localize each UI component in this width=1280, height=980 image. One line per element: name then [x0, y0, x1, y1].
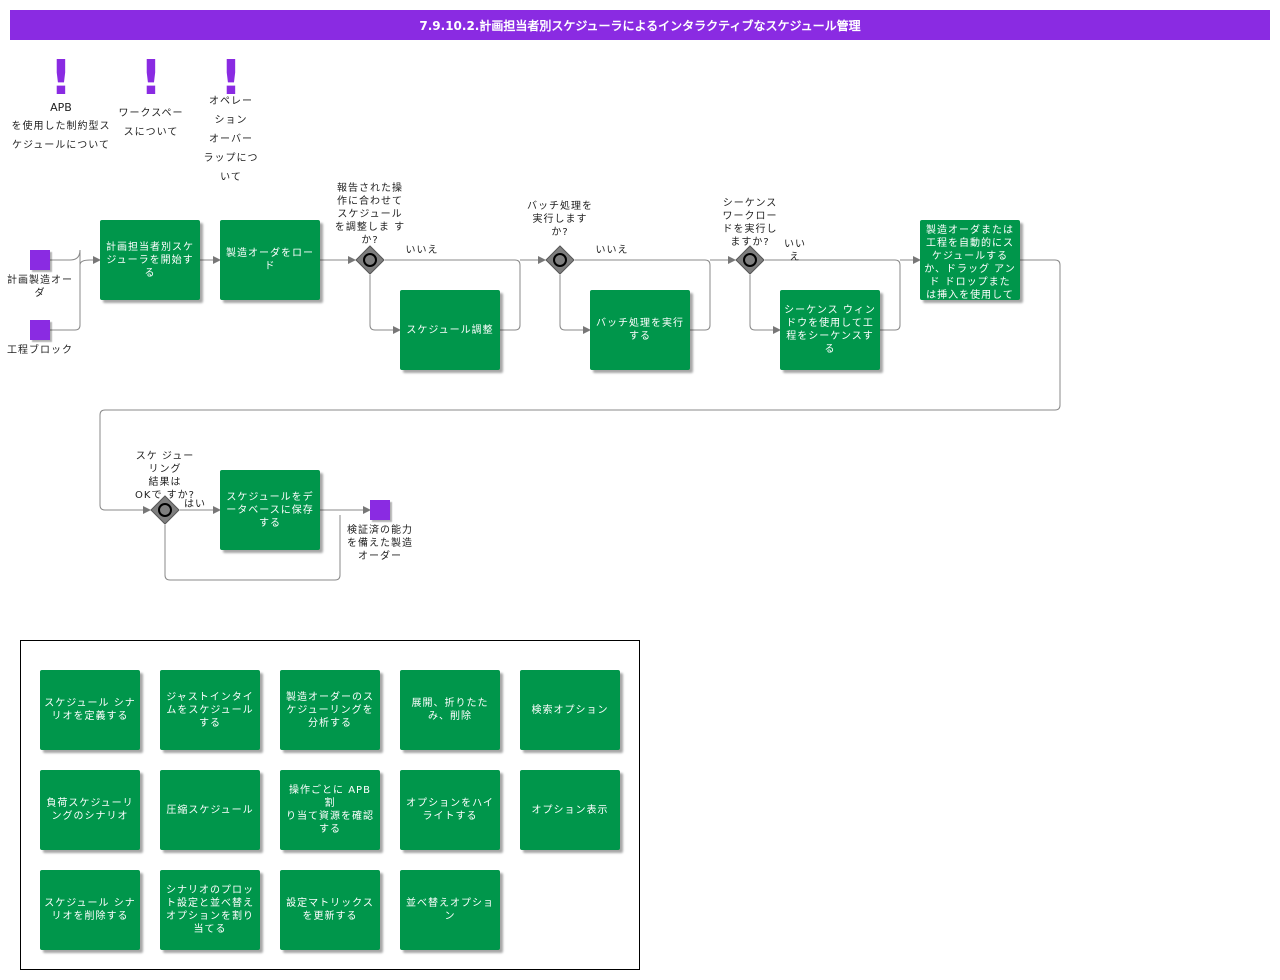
related-task-12[interactable]: シナリオのプロット設定と並べ替えオプションを割り当てる	[160, 870, 260, 950]
related-task-10[interactable]: オプション表示	[520, 770, 620, 850]
related-task-6[interactable]: 負荷スケジューリングのシナリオ	[40, 770, 140, 850]
gateway-adjust-question: 報告された操 作に合わせて スケジュール を調整しま す か?	[334, 183, 406, 246]
related-task-11[interactable]: スケジュール シナリオを削除する	[40, 870, 140, 950]
gateway-batch-question: バッチ処理を 実行します か?	[527, 201, 593, 238]
flow-label-no: いいえ	[405, 245, 439, 256]
related-task-14[interactable]: 並べ替えオプション	[400, 870, 500, 950]
start-event-planned-order[interactable]	[30, 250, 50, 270]
note-apb-strong: APB	[50, 101, 72, 114]
end-event-verified-order[interactable]	[370, 500, 390, 520]
task-save-schedule[interactable]: スケジュールをデータベースに保存する	[220, 470, 320, 550]
related-task-13[interactable]: 設定マトリックスを更新する	[280, 870, 380, 950]
related-task-7[interactable]: 圧縮スケジュール	[160, 770, 260, 850]
related-task-9[interactable]: オプションをハイライトする	[400, 770, 500, 850]
exclamation-icon: !	[140, 50, 162, 106]
gateway-sequence-question: シーケンス ワークロー ドを実行し ますか?	[722, 198, 778, 248]
flow-label-no: いいえ	[595, 245, 629, 256]
exclamation-icon: !	[50, 50, 72, 106]
note-apb-text: を使用した制約型ス ケジュールについて	[11, 121, 111, 151]
task-start-scheduler[interactable]: 計画担当者別スケジューラを開始する	[100, 220, 200, 300]
related-task-3[interactable]: 製造オーダーのスケジューリングを分析する	[280, 670, 380, 750]
note-workspace-text: ワークスペー スについて	[118, 108, 184, 138]
note-workspace[interactable]: ! ワークスペー スについて	[112, 50, 190, 139]
flow-label-no: いい え	[784, 239, 806, 263]
page-title: 7.9.10.2.計画担当者別スケジューラによるインタラクティブなスケジュール管…	[10, 10, 1270, 40]
gateway-result-ok[interactable]	[150, 495, 180, 525]
gateway-batch[interactable]	[545, 245, 575, 275]
planned-order-label: 計画製造オーダ	[7, 275, 73, 299]
related-task-2[interactable]: ジャストインタイムをスケジュールする	[160, 670, 260, 750]
task-load-orders[interactable]: 製造オーダをロード	[220, 220, 320, 300]
gateway-sequence[interactable]	[735, 245, 765, 275]
related-task-8[interactable]: 操作ごとに APB 割 り当て資源を確認する	[280, 770, 380, 850]
gateway-adjust[interactable]	[355, 245, 385, 275]
note-overlap[interactable]: ! オペレー ション オーバー ラップにつ いて	[196, 50, 266, 196]
related-tasks-frame	[20, 640, 640, 970]
end-event-label: 検証済の能力 を備えた製造 オーダー	[347, 525, 413, 562]
related-task-4[interactable]: 展開、折りたたみ、削除	[400, 670, 500, 750]
task-sequence-operations[interactable]: シーケンス ウィンドウを使用して工程をシーケンスする	[780, 290, 880, 370]
note-overlap-text: オペレー ション オーバー ラップにつ いて	[203, 96, 259, 183]
gateway-result-question: スケ ジュー リング 結果は OKで すか?	[135, 451, 195, 501]
flow-label-yes: はい	[184, 499, 206, 510]
related-task-1[interactable]: スケジュール シナリオを定義する	[40, 670, 140, 750]
exclamation-icon: !	[220, 50, 242, 106]
related-task-5[interactable]: 検索オプション	[520, 670, 620, 750]
process-block-label: 工程ブロック	[7, 345, 73, 356]
task-auto-schedule[interactable]: 製造オーダまたは工程を自動的にスケジュールするか、ドラッグ アンド ドロップまた…	[920, 220, 1020, 300]
start-event-process-block[interactable]	[30, 320, 50, 340]
task-adjust-schedule[interactable]: スケジュール調整	[400, 290, 500, 370]
note-apb[interactable]: ! APB を使用した制約型ス ケジュールについて	[8, 50, 114, 152]
task-run-batch[interactable]: バッチ処理を実行する	[590, 290, 690, 370]
